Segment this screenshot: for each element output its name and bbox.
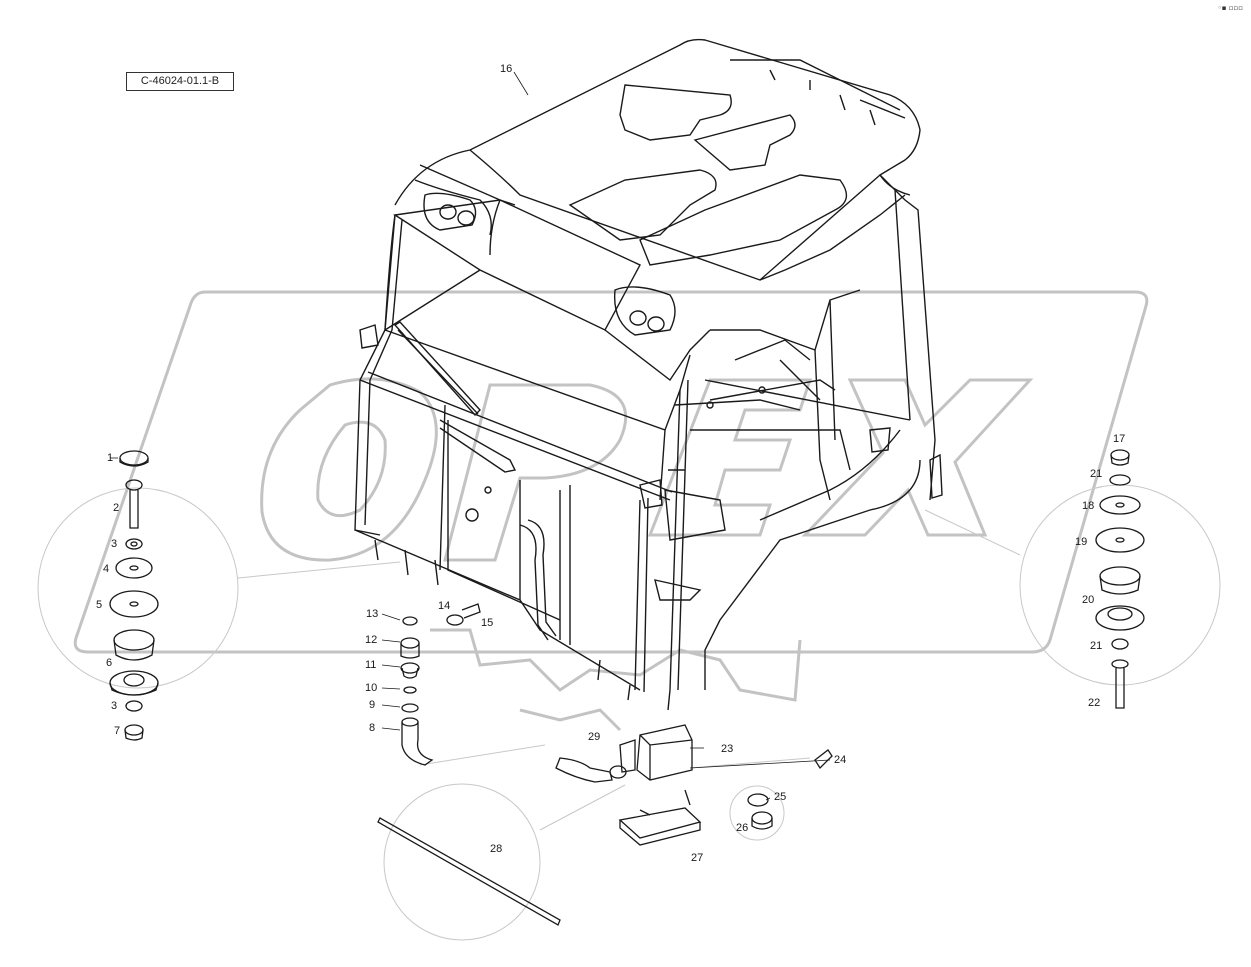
- callout-3a: 3: [111, 538, 117, 550]
- watermark: [73, 290, 1149, 732]
- callout-14: 14: [438, 600, 450, 612]
- callout-8: 8: [369, 722, 375, 734]
- callout-28: 28: [490, 843, 502, 855]
- callout-20: 20: [1082, 594, 1094, 606]
- callout-23: 23: [721, 743, 733, 755]
- callout-21b: 21: [1090, 640, 1102, 652]
- cab-visor: [384, 192, 711, 382]
- callout-12: 12: [365, 634, 377, 646]
- cab-roof: [394, 38, 921, 281]
- reservoir-parts: [377, 724, 833, 926]
- callout-9: 9: [369, 699, 375, 711]
- callout-6: 6: [106, 657, 112, 669]
- callout-10: 10: [365, 682, 377, 694]
- callout-1: 1: [107, 452, 113, 464]
- callout-26: 26: [736, 822, 748, 834]
- callout-27: 27: [691, 852, 703, 864]
- callout-2: 2: [113, 502, 119, 514]
- hose-parts: [400, 603, 481, 766]
- right-mount-stack: [1095, 449, 1145, 709]
- callout-17: 17: [1113, 433, 1125, 445]
- callout-7: 7: [114, 725, 120, 737]
- callout-24: 24: [834, 754, 846, 766]
- callout-16: 16: [500, 63, 512, 75]
- left-mount-stack: [109, 450, 159, 741]
- drawing-code-label: C-46024-01.1-B: [126, 72, 234, 91]
- callout-18: 18: [1082, 500, 1094, 512]
- callout-21a: 21: [1090, 468, 1102, 480]
- callout-15: 15: [481, 617, 493, 629]
- leader-lines: [110, 71, 831, 801]
- callout-29: 29: [588, 731, 600, 743]
- cab-frame: [354, 174, 943, 711]
- callout-5: 5: [96, 599, 102, 611]
- callout-13: 13: [366, 608, 378, 620]
- callout-3b: 3: [111, 700, 117, 712]
- wiper: [393, 321, 517, 473]
- callout-11: 11: [365, 659, 376, 671]
- explode-circles: [37, 484, 1221, 941]
- callout-22: 22: [1088, 697, 1100, 709]
- callout-25: 25: [774, 791, 786, 803]
- corner-mark-icon: ◦▪ ▫▫▫: [1217, 4, 1243, 12]
- callout-4: 4: [103, 563, 109, 575]
- callout-19: 19: [1075, 536, 1087, 548]
- callout-labels: 1 2 3 4 5 6 3 7 8 9 10 11 12 13 14 15 16…: [96, 63, 1125, 864]
